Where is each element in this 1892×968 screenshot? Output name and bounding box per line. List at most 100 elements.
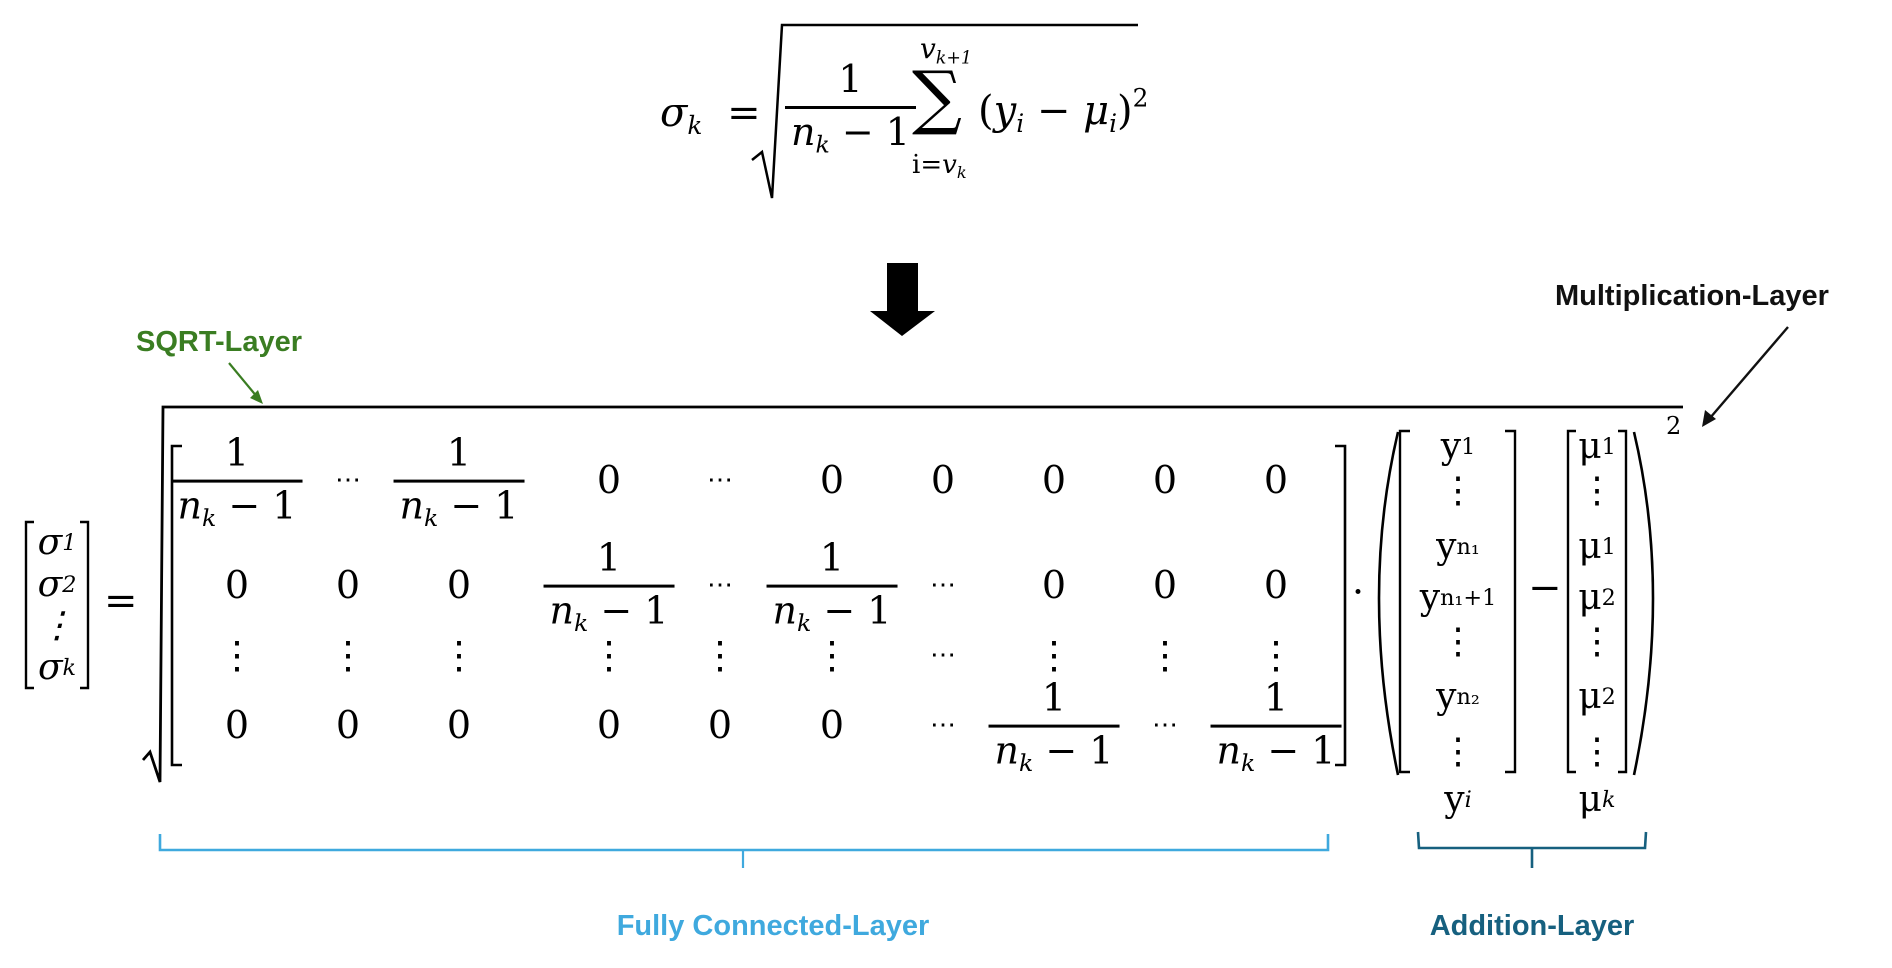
top-sqrt-radical (751, 23, 1138, 199)
matrix-cell-vdots: ⋮ (590, 633, 628, 677)
fraction-numerator: 1 (446, 430, 472, 475)
equals-sign: = (727, 90, 761, 136)
denominator-sub: k (574, 609, 589, 638)
term-mu: μ (1083, 88, 1110, 134)
y-vector-left-bracket (1398, 429, 1410, 774)
sqrt-layer-pointer (228, 362, 259, 399)
weight-matrix-right-bracket (1335, 444, 1347, 767)
denominator-rest: − 1 (1033, 728, 1114, 773)
vector-entry: ⋮ (1579, 466, 1615, 516)
sqrt-layer-label: SQRT-Layer (136, 326, 302, 358)
sum-lower-idx: i= (912, 150, 943, 180)
denominator-var: n (772, 588, 798, 633)
term-minus: − (1024, 88, 1084, 134)
vertical-ellipsis: ⋮ (1440, 621, 1476, 662)
matrix-cell-vdots: ⋮ (440, 633, 478, 677)
matrix-cell-vdots: ⋮ (218, 633, 256, 677)
denominator-sub: k (424, 504, 439, 533)
entry-symbol: y (1444, 779, 1465, 820)
vertical-ellipsis: ⋮ (39, 605, 75, 646)
sum-lower-var: v (942, 150, 957, 180)
fraction-numerator: 1 (596, 535, 622, 580)
fraction-denominator: nk − 1 (171, 479, 303, 530)
matrix-cell-zero: 0 (446, 563, 472, 607)
matrix-cell-hdots: ⋯ (1152, 710, 1178, 740)
denominator-var: n (177, 483, 203, 528)
matrix-cell-vdots: ⋮ (813, 633, 851, 677)
fraction-denominator: nk − 1 (988, 724, 1120, 775)
vertical-ellipsis: ⋮ (1579, 470, 1615, 511)
sigma-vector-left-bracket (24, 520, 34, 690)
matrix-cell-vdots: ⋮ (329, 633, 367, 677)
denominator-var: n (791, 109, 816, 154)
square-exponent: 2 (1666, 412, 1682, 440)
vector-entry: ⋮ (1579, 618, 1615, 666)
matrix-cell-hdots: ⋯ (707, 570, 733, 600)
summation-symbol: ∑ (912, 56, 962, 138)
entry-symbol: σ (37, 564, 63, 605)
sum-lower-limit: i=vk (912, 150, 967, 183)
sigma-subscript: k (687, 110, 703, 140)
vertical-ellipsis: ⋮ (1579, 621, 1615, 662)
matrix-cell-hdots: ⋯ (930, 570, 956, 600)
matrix-cell-zero: 0 (1152, 458, 1178, 502)
matrix-cell-zero: 0 (335, 703, 361, 747)
entry-symbol: y (1419, 577, 1441, 618)
matrix-cell-zero: 0 (707, 703, 733, 747)
denominator-sub: k (1019, 749, 1034, 778)
denominator-var: n (399, 483, 425, 528)
denominator-sub: k (202, 504, 217, 533)
denominator-sub: k (815, 130, 830, 159)
sigma-symbol: σ (660, 90, 688, 136)
big-sqrt-radical (141, 405, 1683, 783)
vector-entry: ⋮ (1440, 466, 1476, 516)
matrix-cell-zero: 0 (819, 703, 845, 747)
fraction-numerator: 1 (1041, 675, 1067, 720)
entry-symbol: y (1436, 526, 1457, 567)
matrix-cell-vdots: ⋮ (1035, 633, 1073, 677)
down-arrow-icon (870, 263, 935, 336)
vector-entry: ⋮ (1440, 728, 1476, 776)
fraction-denominator: nk − 1 (543, 584, 675, 635)
matrix-cell-zero: 0 (930, 458, 956, 502)
top-formula-lhs: σk = (660, 90, 761, 138)
vector-entry: ⋮ (39, 606, 75, 646)
close-paren: ) (1117, 88, 1133, 134)
sum-upper-limit: vk+1 (920, 32, 972, 67)
y-vector-right-bracket (1505, 429, 1517, 774)
sum-upper-var: v (920, 32, 936, 65)
sigma-vector-right-bracket (80, 520, 90, 690)
denominator-rest: − 1 (829, 109, 910, 154)
matrix-cell-zero: 0 (1041, 563, 1067, 607)
top-formula-fraction: 1 nk − 1 (785, 59, 916, 156)
matrix-cell-hdots: ⋯ (930, 710, 956, 740)
right-parenthesis (1632, 431, 1655, 776)
term-exponent: 2 (1132, 83, 1149, 113)
term-y: y (993, 88, 1017, 134)
entry-symbol: μ (1578, 577, 1602, 618)
sum-lower-sub: k (956, 163, 967, 183)
multiplication-layer-pointer (1709, 326, 1789, 419)
matrix-cell-hdots: ⋯ (930, 640, 956, 670)
vector-entry: ⋮ (1440, 618, 1476, 666)
denominator-rest: − 1 (438, 483, 519, 528)
entry-symbol: μ (1578, 676, 1602, 717)
matrix-cell-zero: 0 (819, 458, 845, 502)
fully-connected-layer-label: Fully Connected-Layer (616, 910, 930, 942)
matrix-cell-zero: 0 (224, 703, 250, 747)
entry-symbol: y (1440, 426, 1462, 467)
minus-operator: − (1528, 565, 1562, 611)
matrix-cell-zero: 0 (596, 703, 622, 747)
term-y-sub: i (1016, 108, 1025, 138)
